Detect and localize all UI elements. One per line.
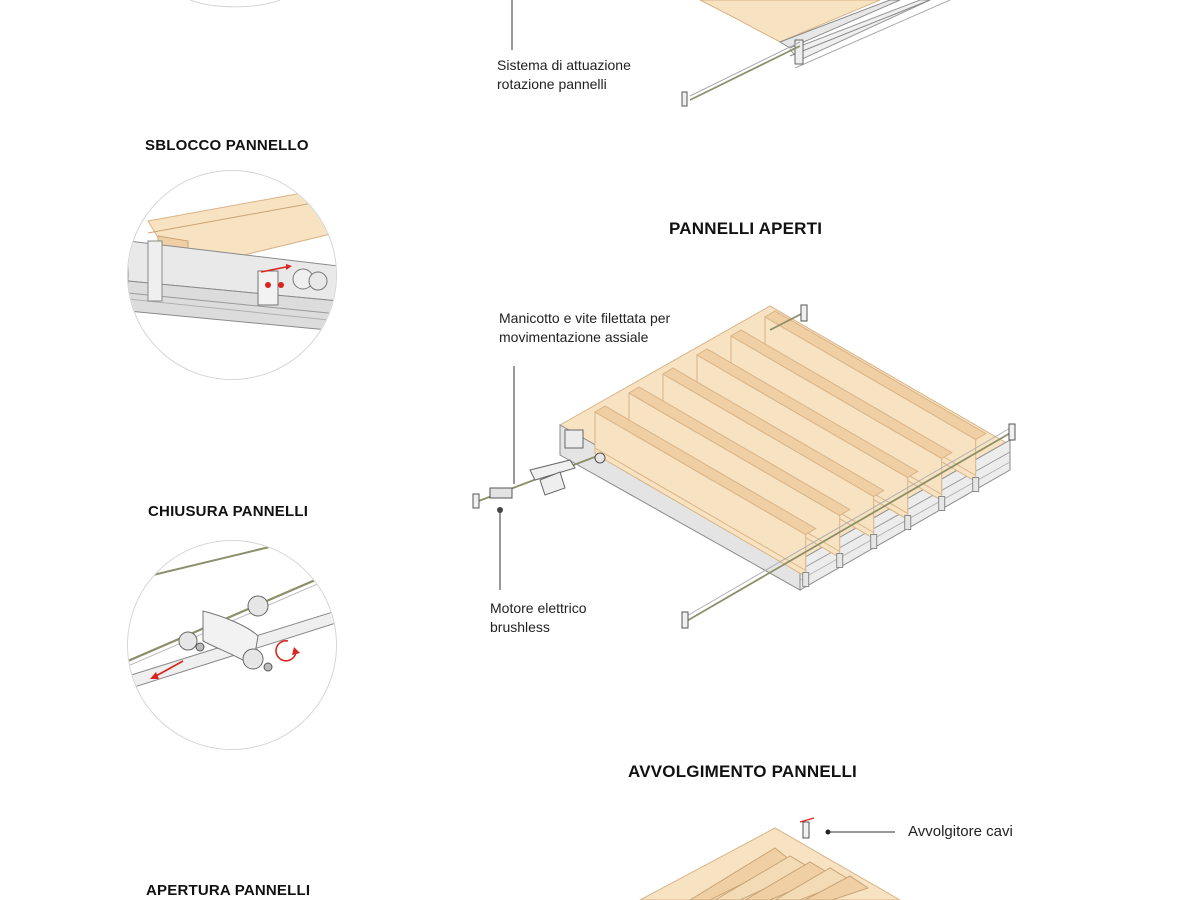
callout-cable-winder: Avvolgitore cavi (908, 823, 1013, 840)
callout-rotation-actuation: Sistema di attuazione rotazione pannelli (497, 56, 631, 94)
callout-motor-line1: Motore elettrico (490, 600, 587, 616)
callout-brushless-motor: Motore elettrico brushless (490, 599, 586, 637)
top-assembly (511, 0, 951, 107)
detail-circle-closing (127, 540, 337, 750)
unlock-detail-illustration (128, 190, 336, 332)
open-panels-hardware (472, 304, 1016, 629)
detail-circle-unlock (127, 170, 337, 380)
rolled-panels-assembly (639, 817, 902, 900)
step-title-unlock-panel: SBLOCCO PANNELLO (145, 137, 309, 154)
step-title-close-panels: CHIUSURA PANNELLI (148, 503, 309, 520)
callout-sleeve-screw: Manicotto e vite filettata per movimenta… (499, 309, 670, 347)
callout-sleeve-line1: Manicotto e vite filettata per (499, 310, 671, 326)
callout-rotation-line2: rotazione pannelli (497, 76, 607, 92)
section-title-roll-panels: AVVOLGIMENTO PANNELLI (628, 762, 857, 781)
section-title-open-panels: PANNELLI APERTI (669, 219, 823, 238)
step-title-open-panels: APERTURA PANNELLI (146, 882, 311, 899)
closing-detail-illustration (128, 541, 336, 690)
callout-motor-line2: brushless (490, 619, 550, 635)
panel-fin (594, 405, 817, 587)
panel-fins (594, 310, 987, 587)
callout-sleeve-line2: movimentazione assiale (499, 329, 649, 345)
callout-rotation-line1: Sistema di attuazione (497, 57, 631, 73)
